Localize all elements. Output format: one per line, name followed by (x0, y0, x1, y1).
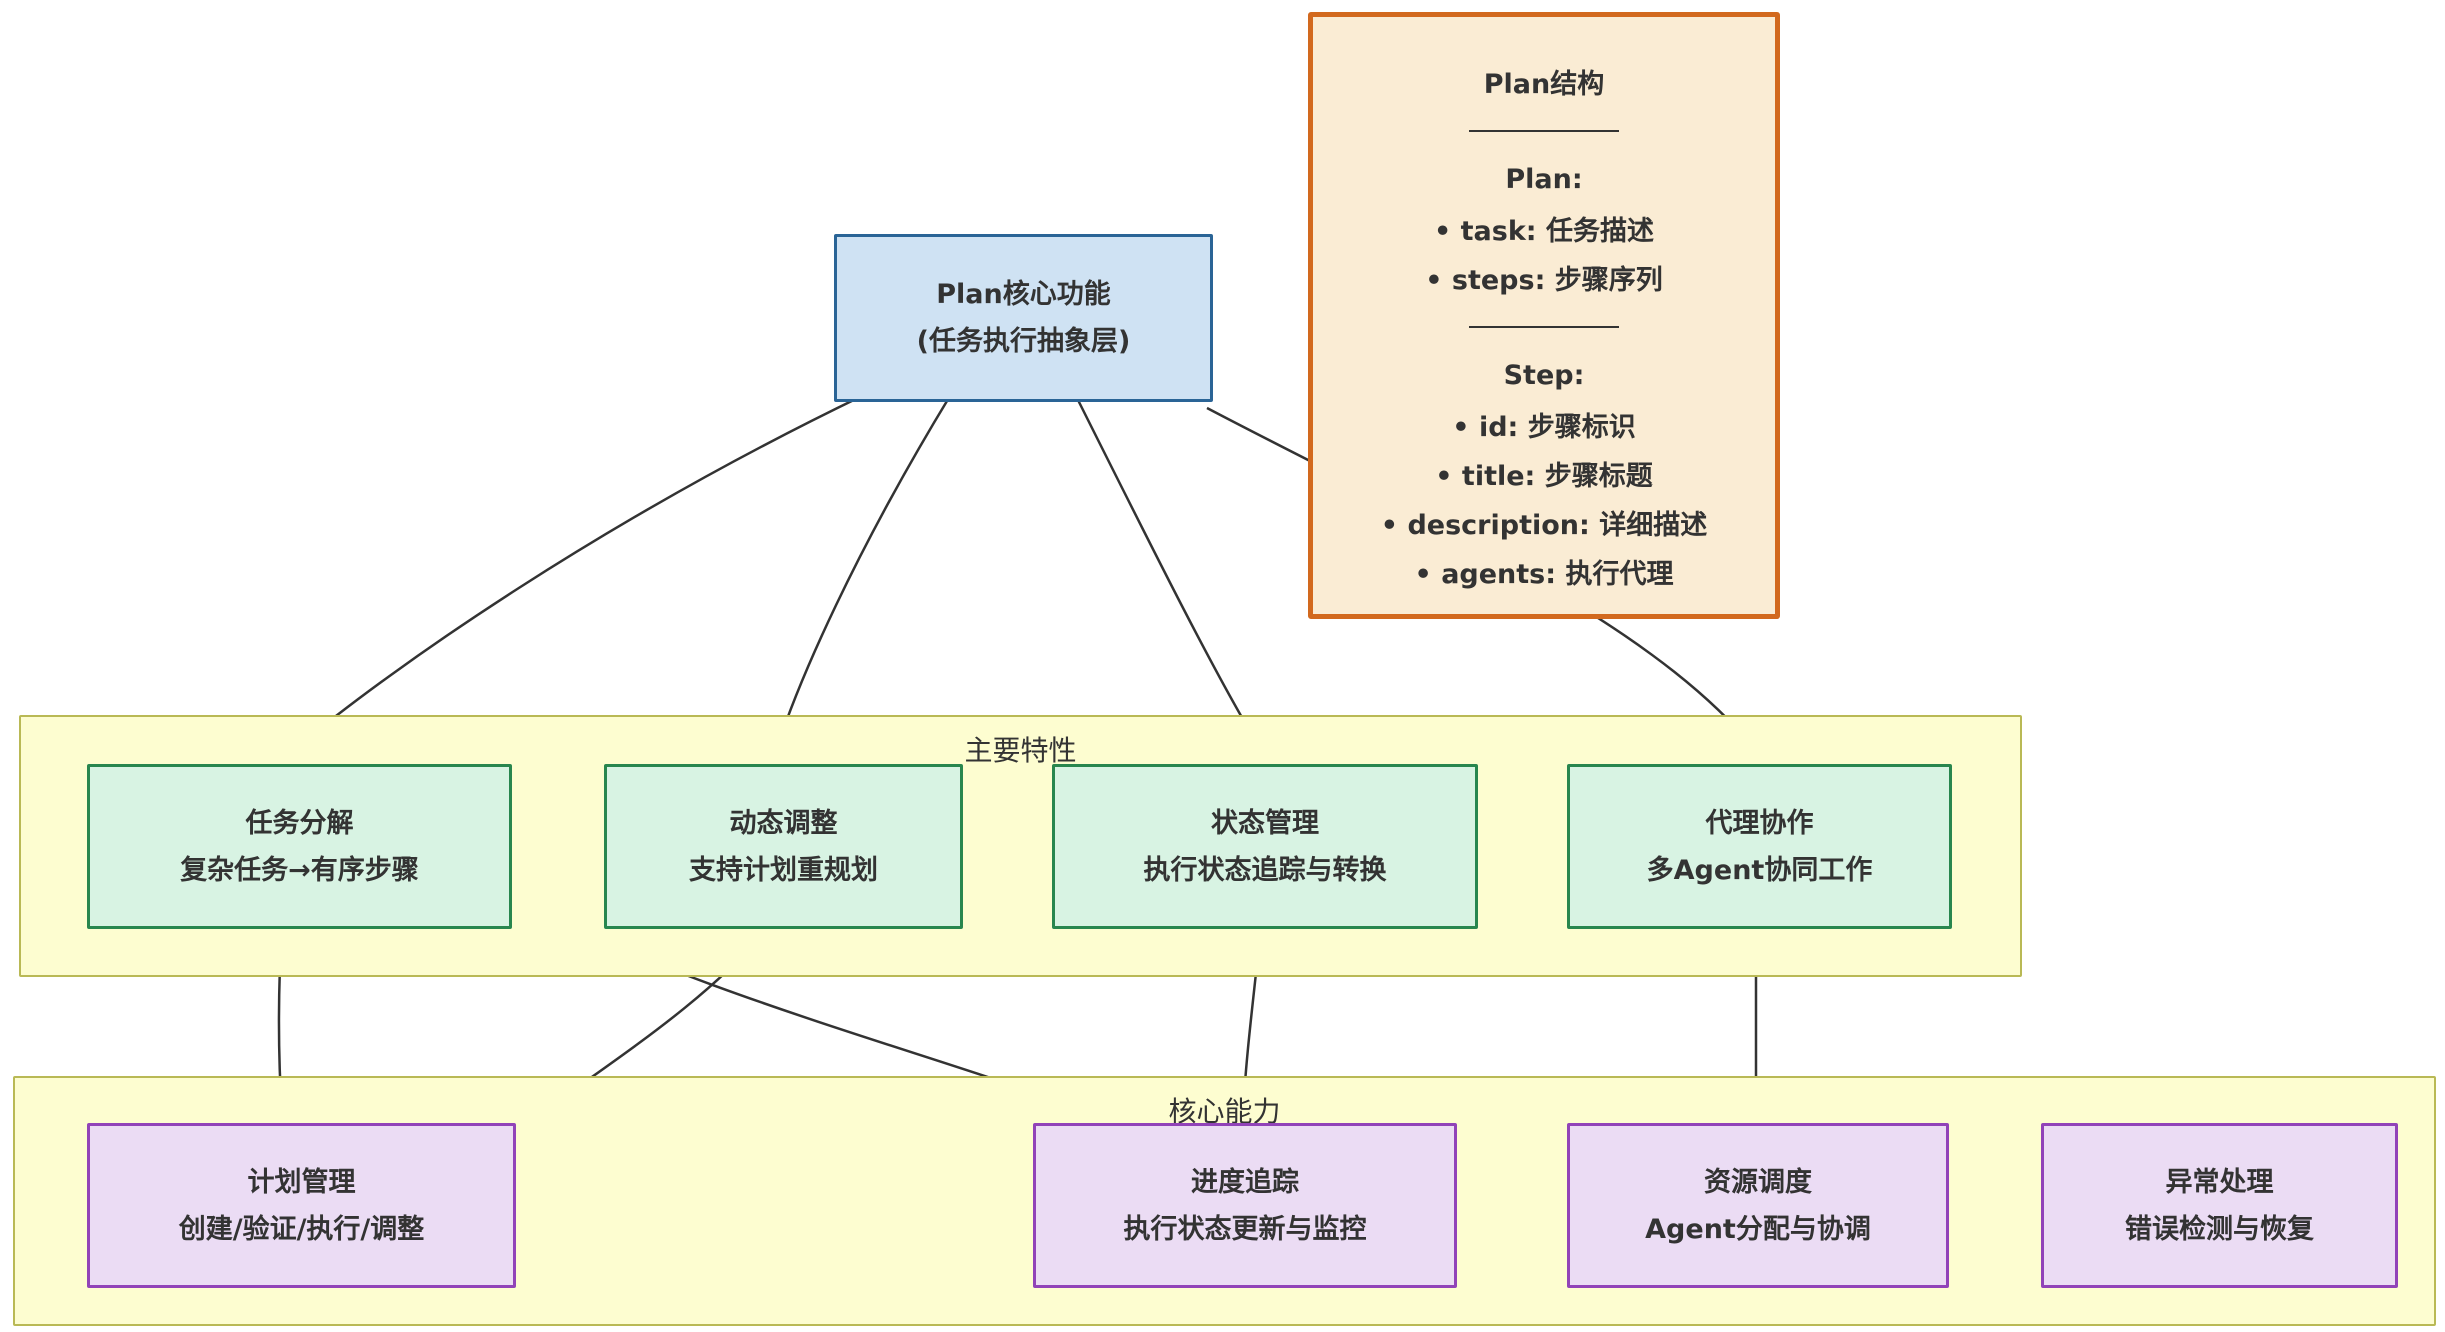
node-progress-tracking-title: 进度追踪 (1191, 1166, 1299, 1198)
note-plan-item: • task: 任务描述 (1433, 216, 1654, 247)
node-task-decomposition: 任务分解 复杂任务→有序步骤 (87, 764, 512, 929)
note-title: Plan结构 (1483, 69, 1605, 100)
note-step-item: • id: 步骤标识 (1452, 412, 1636, 443)
group-main-features-label: 主要特性 (964, 734, 1077, 767)
node-plan-core-subtitle: (任务执行抽象层) (916, 326, 1131, 357)
node-agent-collaboration-subtitle: 多Agent协同工作 (1646, 854, 1873, 886)
node-resource-scheduling: 资源调度 Agent分配与协调 (1567, 1123, 1949, 1288)
note-step-item: • description: 详细描述 (1380, 510, 1708, 541)
node-task-decomposition-title: 任务分解 (245, 807, 354, 839)
note-plan-item: • steps: 步骤序列 (1425, 265, 1663, 296)
node-state-management-subtitle: 执行状态追踪与转换 (1143, 854, 1387, 886)
node-plan-core-title: Plan核心功能 (936, 279, 1111, 310)
node-task-decomposition-subtitle: 复杂任务→有序步骤 (180, 854, 419, 886)
note-divider-middle (1469, 325, 1619, 328)
node-exception-handling-subtitle: 错误检测与恢复 (2125, 1213, 2314, 1245)
note-plan-structure: Plan结构 Plan: • task: 任务描述 • steps: 步骤序列 … (1308, 12, 1780, 619)
node-resource-scheduling-subtitle: Agent分配与协调 (1645, 1213, 1871, 1245)
node-progress-tracking: 进度追踪 执行状态更新与监控 (1033, 1123, 1457, 1288)
note-divider-top (1469, 129, 1619, 132)
node-state-management: 状态管理 执行状态追踪与转换 (1052, 764, 1478, 929)
node-plan-management-subtitle: 创建/验证/执行/调整 (178, 1213, 425, 1245)
node-dynamic-adjustment-title: 动态调整 (729, 807, 838, 839)
edge-root-to-task-decomposition (294, 394, 863, 750)
node-plan-core: Plan核心功能 (任务执行抽象层) (834, 234, 1213, 402)
node-exception-handling: 异常处理 错误检测与恢复 (2041, 1123, 2398, 1288)
edge-root-to-state-management (1074, 395, 1262, 751)
node-agent-collaboration: 代理协作 多Agent协同工作 (1567, 764, 1952, 929)
node-plan-management: 计划管理 创建/验证/执行/调整 (87, 1123, 516, 1288)
note-step-item: • title: 步骤标题 (1435, 461, 1653, 492)
node-agent-collaboration-title: 代理协作 (1705, 807, 1814, 839)
node-dynamic-adjustment-subtitle: 支持计划重规划 (689, 854, 878, 886)
node-plan-management-title: 计划管理 (247, 1166, 356, 1198)
node-progress-tracking-subtitle: 执行状态更新与监控 (1123, 1213, 1367, 1245)
group-core-capabilities-label: 核心能力 (1168, 1095, 1281, 1128)
note-plan-header: Plan: (1505, 164, 1583, 195)
node-resource-scheduling-title: 资源调度 (1704, 1166, 1812, 1198)
node-state-management-title: 状态管理 (1211, 807, 1319, 839)
note-step-header: Step: (1503, 360, 1585, 391)
edge-root-to-dynamic-adjustment (774, 395, 952, 751)
node-exception-handling-title: 异常处理 (2165, 1166, 2274, 1198)
note-step-item: • agents: 执行代理 (1414, 559, 1674, 590)
node-dynamic-adjustment: 动态调整 支持计划重规划 (604, 764, 963, 929)
